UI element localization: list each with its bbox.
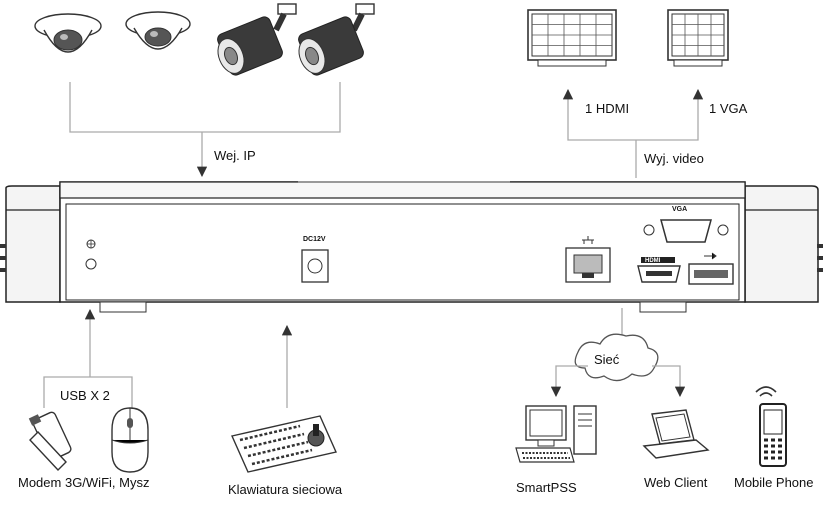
mobile-phone-label: Mobile Phone	[734, 475, 814, 490]
power-port[interactable]: DC12V	[301, 236, 329, 283]
bullet-camera-icon	[217, 3, 297, 76]
web-client-label: Web Client	[644, 475, 708, 490]
network-keyboard-label: Klawiatura sieciowa	[228, 482, 343, 497]
smartpss-label: SmartPSS	[516, 480, 577, 495]
monitor-icon	[527, 9, 617, 67]
vga-port[interactable]: VGA	[643, 206, 729, 243]
ethernet-port-icon[interactable]	[565, 236, 611, 283]
dome-camera-icon	[125, 11, 191, 50]
modem-mouse-label: Modem 3G/WiFi, Mysz	[18, 475, 149, 490]
vga-output-label: 1 VGA	[709, 101, 748, 116]
video-output-label: Wyj. video	[644, 151, 704, 166]
usb-port-icon[interactable]	[688, 252, 734, 285]
keyboard-icon	[231, 415, 337, 473]
nvr-back-panel	[0, 181, 823, 313]
hdmi-port[interactable]: HDMI	[637, 257, 681, 283]
dome-camera-icon	[34, 13, 102, 53]
usb-count-label: USB X 2	[60, 388, 110, 403]
power-port-label: DC12V	[303, 236, 326, 243]
vga-port-label: VGA	[672, 206, 687, 213]
mobile-phone-icon	[755, 386, 787, 467]
hdmi-port-label: HDMI	[645, 258, 661, 264]
mouse-icon	[111, 407, 149, 473]
laptop-icon	[642, 409, 710, 459]
bullet-camera-icon	[298, 3, 375, 76]
cloud-icon	[574, 333, 659, 382]
hdmi-output-label: 1 HDMI	[585, 101, 629, 116]
network-label: Sieć	[594, 352, 620, 367]
ip-input-label: Wej. IP	[214, 148, 256, 163]
ground-icon	[85, 239, 97, 270]
monitor-icon	[667, 9, 729, 67]
desktop-pc-icon	[515, 405, 597, 463]
usb-dongle-icon	[28, 411, 72, 472]
